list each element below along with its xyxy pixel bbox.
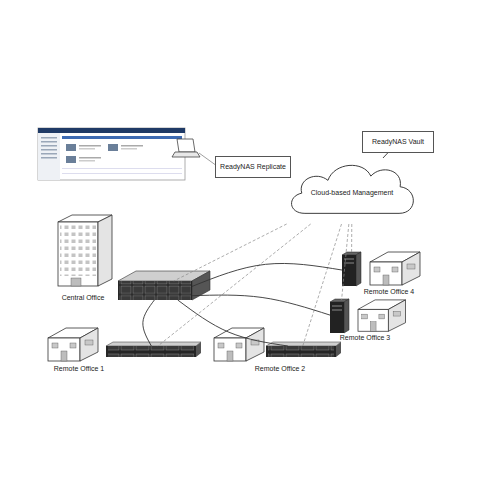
network-link [192, 263, 342, 286]
tower-nas-device [342, 252, 361, 286]
office-device: Central Office [118, 281, 192, 300]
remote-office-building [214, 328, 264, 361]
central-nas-device [118, 271, 210, 300]
tower-nas-device [330, 299, 349, 333]
node-label: Cloud-based Management [311, 189, 394, 197]
rack-nas-device [266, 342, 341, 357]
ui-screenshot [38, 128, 185, 180]
office-device: Remote Office 4 [342, 252, 361, 286]
office-label: Remote Office 1 [44, 365, 114, 373]
office-label: Remote Office 3 [330, 334, 400, 342]
central-office-building [58, 215, 112, 286]
remote-office-building [48, 328, 98, 361]
remote-office-building [370, 252, 420, 285]
office-label: Remote Office 2 [245, 365, 315, 373]
remote-office-building [358, 300, 406, 331]
node-label: ReadyNAS Vault [372, 138, 424, 146]
service-box: ReadyNAS Vault [362, 131, 434, 153]
cloud-link [351, 224, 352, 252]
office-label: Central Office [52, 294, 114, 302]
node-label: ReadyNAS Replicate [220, 163, 286, 171]
office-device: Remote Office 1 [106, 346, 196, 357]
network-link [192, 295, 330, 315]
office-label: Remote Office 4 [354, 288, 424, 296]
laptop-icon [172, 139, 200, 157]
cloud-link [174, 224, 287, 281]
office-device: Remote Office 2 [266, 346, 336, 357]
network-link [143, 300, 155, 346]
network-link [178, 300, 288, 346]
cloud-link [342, 224, 349, 300]
rack-nas-device [106, 342, 201, 357]
network-link [383, 153, 388, 158]
cloud-shape: Cloud-based Management [284, 158, 420, 224]
service-box: ReadyNAS Replicate [215, 156, 291, 178]
cloud-link [158, 224, 311, 346]
office-device: Remote Office 3 [330, 300, 350, 333]
cloud-link [303, 224, 342, 346]
